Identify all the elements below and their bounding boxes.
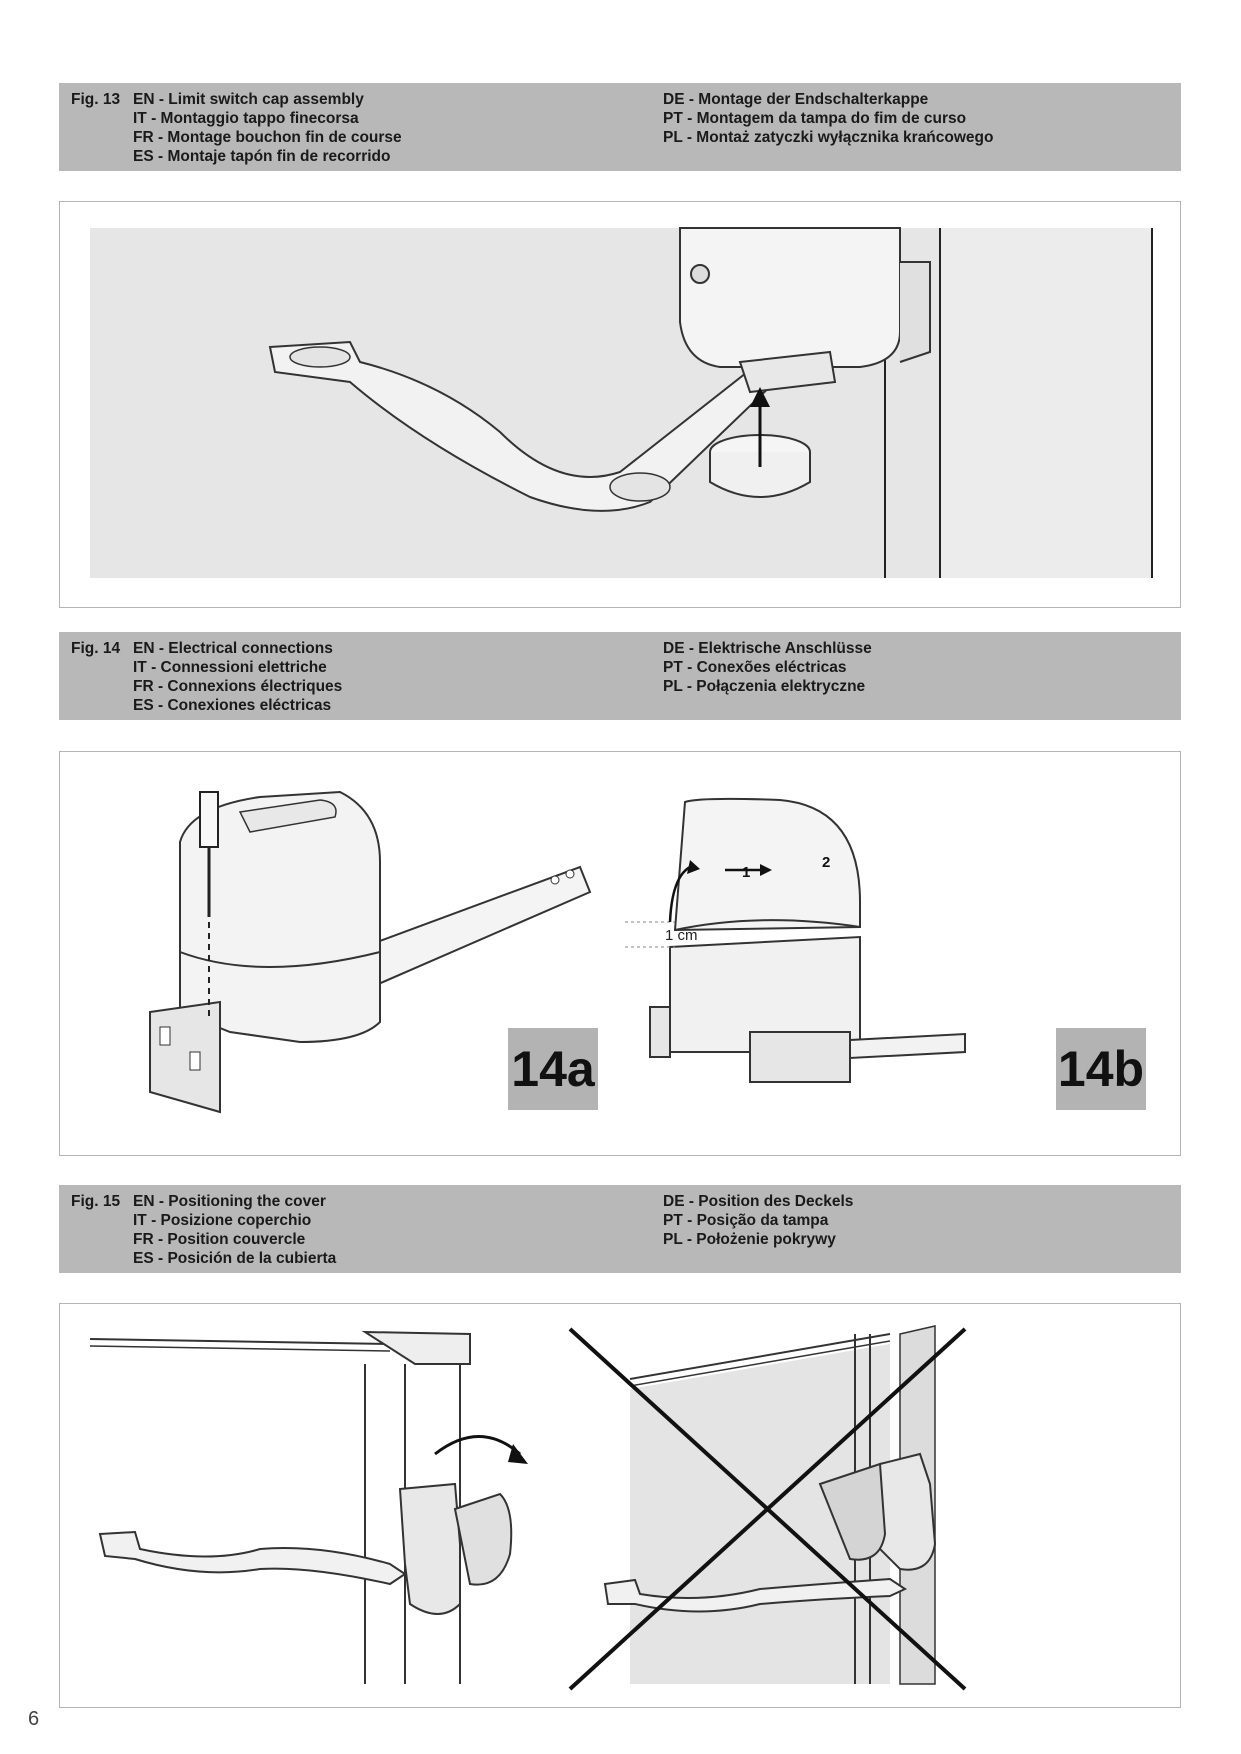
caption-es: ES - Conexiones eléctricas [133,697,332,714]
door-frame [940,228,1152,578]
caption-pt: PT - Conexões eléctricas [663,659,847,676]
label-14b: 14b [1056,1028,1146,1110]
caption-pl: PL - Montaż zatyczki wyłącznika krańcowe… [663,129,994,146]
fig15-correct-drawing [89,1330,528,1684]
label-14a: 14a [508,1028,598,1110]
arm-right [603,1577,908,1613]
fig14a-drawing [149,790,592,1114]
arm-14b [849,1032,966,1060]
fig15-captions-left: EN - Positioning the cover IT - Posizion… [133,1192,336,1268]
motor-housing [679,227,901,368]
caption-es: ES - Montaje tapón fin de recorrido [133,148,391,165]
fig15-captions-right: DE - Position des Deckels PT - Posição d… [663,1192,853,1249]
caption-fr: FR - Connexions électriques [133,678,343,695]
fig14-drawing [149,790,966,1114]
caption-it: IT - Montaggio tappo finecorsa [133,110,359,127]
motor-bracket [899,261,931,363]
caption-pt: PT - Montagem da tampa do fim de curso [663,110,967,127]
caption-en: EN - Positioning the cover [133,1193,326,1210]
caption-it: IT - Connessioni elettriche [133,659,327,676]
rotate-arrow [434,1435,521,1456]
caption-pl: PL - Połączenia elektryczne [663,678,866,695]
dimension-label: 1 cm [665,927,698,944]
caption-pt: PT - Posição da tampa [663,1212,829,1229]
motor-knob [690,264,710,284]
cover-right [818,1462,887,1561]
caption-fr: FR - Position couvercle [133,1231,306,1248]
fig15-drawing [89,1325,967,1691]
fig13-caption: Fig. 13 EN - Limit switch cap assembly I… [59,83,1181,171]
fig13-illustration [59,201,1181,608]
cover-left [453,1492,513,1586]
fig13-captions-right: DE - Montage der Endschalterkappe PT - M… [663,90,993,147]
fig15-incorrect-drawing [568,1325,967,1691]
fig15-number: Fig. 15 [71,1193,121,1210]
arrow-step1 [668,865,691,923]
caption-de: DE - Position des Deckels [663,1193,854,1210]
fig13-number: Fig. 13 [71,91,121,108]
arm-left [98,1530,407,1586]
caption-de: DE - Montage der Endschalterkappe [663,91,929,108]
arm-14a [348,865,592,994]
caption-es: ES - Posición de la cubierta [133,1250,337,1267]
insertion-arrow-head [750,387,770,407]
step-1-label: 1 [742,864,751,881]
fig14-captions-right: DE - Elektrische Anschlüsse PT - Conexõe… [663,639,872,696]
caption-en: EN - Electrical connections [133,640,333,657]
fig14-caption: Fig. 14 EN - Electrical connections IT -… [59,632,1181,720]
caption-fr: FR - Montage bouchon fin de course [133,129,402,146]
page-number: 6 [28,1708,40,1730]
fig14-illustration: 14a 14b 1 cm 1 2 [59,751,1181,1156]
fig13-captions-left: EN - Limit switch cap assembly IT - Mont… [133,90,402,166]
gearbox-left [398,1482,461,1615]
operator-arm [268,340,782,512]
fig15-caption: Fig. 15 EN - Positioning the cover IT - … [59,1185,1181,1273]
fig13-drawing [90,227,1153,578]
fig14-number: Fig. 14 [71,640,121,657]
caption-pl: PL - Położenie pokrywy [663,1231,836,1248]
caption-en: EN - Limit switch cap assembly [133,91,364,108]
fig14b-drawing [625,797,966,1083]
screwdriver-handle [199,791,219,848]
fig14-captions-left: EN - Electrical connections IT - Conness… [133,639,342,715]
mounting-bracket-14a [149,1000,221,1114]
caption-it: IT - Posizione coperchio [133,1212,312,1229]
incorrect-x-line-2 [568,1327,967,1691]
step-2-label: 2 [822,854,831,871]
cover-14b [673,797,861,932]
gearbox-right [873,1452,937,1571]
caption-de: DE - Elektrische Anschlüsse [663,640,872,657]
fig15-illustration [59,1303,1181,1708]
